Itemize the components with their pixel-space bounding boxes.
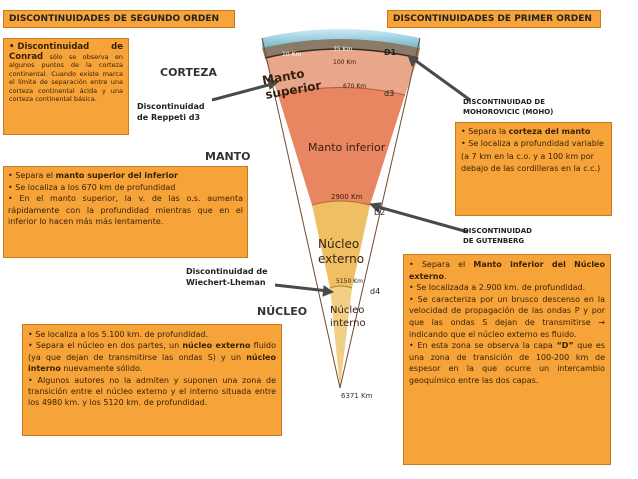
label-nucleo-interno-1: Núcleo <box>330 305 365 316</box>
box-moho: • Separa la corteza del manto • Se local… <box>455 122 612 216</box>
label-depth-100: 100 Km <box>333 59 357 66</box>
label-gutenberg-1: DISCONTINUIDAD <box>463 227 532 235</box>
lehman-b2b: núcleo externo <box>182 341 251 351</box>
label-depth-2900: 2900 Km <box>331 193 363 201</box>
gutenberg-b2: • Se localizada a 2.900 km. de profundid… <box>409 283 586 293</box>
label-d4: d4 <box>370 287 381 296</box>
conrad-head-b: de <box>111 42 123 52</box>
repetti-l1b: manto superior del inferior <box>55 171 178 180</box>
lehman-b1: • Se localiza a los 5.100 km. de profund… <box>28 330 209 339</box>
label-moho-1: DISCONTINUIDAD DE <box>463 98 545 106</box>
label-depth-6371: 6371 Km <box>341 392 373 400</box>
label-gutenberg-2: DE GUTENBERG <box>463 237 525 245</box>
label-nucleo: NÚCLEO <box>257 305 308 318</box>
repetti-l2: • Se localiza a los 670 km de profundida… <box>8 182 176 192</box>
lehman-b2a: • Separa el núcleo en dos partes, un <box>28 341 183 351</box>
label-moho-2: MOHOROVICIC (MOHO) <box>463 108 554 116</box>
gutenberg-b3: • Se caracteriza por un brusco descenso … <box>409 294 605 339</box>
box-gutenberg: • Separa el Manto inferior del Núcleo ex… <box>403 254 611 465</box>
label-repetti-1: Discontinuidad <box>137 102 205 111</box>
moho-b1a: • Separa la <box>461 127 509 136</box>
label-nucleo-interno-2: interno <box>330 318 366 329</box>
label-corteza: CORTEZA <box>160 66 217 79</box>
layer-nucleo-interno <box>330 286 352 388</box>
title-second-order: DISCONTINUIDADES DE SEGUNDO ORDEN <box>3 10 235 28</box>
title-first-order: DISCONTINUIDADES DE PRIMER ORDEN <box>387 10 601 28</box>
gutenberg-b4c: que es una zona de transición de 100-200… <box>409 341 605 385</box>
gutenberg-b1b: Manto inferior del Núcleo externo <box>409 260 605 281</box>
label-lehman-2: Wiechert-Lheman <box>186 278 266 287</box>
label-d1: D1 <box>384 48 397 57</box>
box-lehman: • Se localiza a los 5.100 km. de profund… <box>22 324 282 436</box>
label-lehman-1: Discontinuidad de <box>186 267 268 276</box>
gutenberg-b4b: “D” <box>556 341 574 351</box>
label-d3: d3 <box>384 89 395 98</box>
gutenberg-b1a: • Separa el <box>409 260 474 269</box>
surface-cap <box>262 29 420 48</box>
repetti-l3: • En el manto superior, la v. de las o.s… <box>8 194 243 227</box>
lehman-b2d: núcleo interno <box>28 352 276 374</box>
label-depth-10: 10 Km <box>282 51 302 58</box>
conrad-head-a: • Discontinuidad <box>9 42 90 52</box>
arrow-repetti <box>211 78 280 102</box>
label-nucleo-externo-2: externo <box>318 252 365 266</box>
label-depth-35: 35 Km <box>333 46 353 53</box>
moho-b2: • Se localiza a profundidad variable (a … <box>461 139 604 174</box>
label-depth-670: 670 Km <box>343 83 367 90</box>
box-repetti: • Separa el manto superior del inferior … <box>3 166 248 258</box>
conrad-text: sólo se observa en algunos puntos de la … <box>9 53 123 104</box>
moho-b1b: corteza del manto <box>508 127 591 136</box>
conrad-head-c: Conrad <box>9 52 44 62</box>
label-manto-inferior: Manto inferior <box>308 141 386 154</box>
layer-manto-superior <box>265 49 418 95</box>
arrow-moho <box>407 54 471 102</box>
label-manto: MANTO <box>205 150 251 163</box>
layer-nucleo-externo <box>312 201 370 288</box>
lehman-b2c: fluido (ya que dejan de transmitirse las… <box>28 341 276 362</box>
gutenberg-b4a: • En esta zona se observa la capa <box>409 341 557 351</box>
label-depth-5150: 5150 Km <box>336 278 363 285</box>
box-conrad: • Discontinuidad de Conrad sólo se obser… <box>3 38 129 135</box>
label-nucleo-externo-1: Núcleo <box>318 237 360 251</box>
repetti-l1a: • Separa el <box>8 171 56 180</box>
layer-manto-inferior <box>278 87 405 205</box>
lehman-b2e: nuevamente sólido. <box>60 364 143 374</box>
arrow-gutenberg <box>368 202 469 234</box>
gutenberg-b1c: . <box>443 271 447 281</box>
label-repetti-2: de Reppeti d3 <box>137 113 201 122</box>
lehman-b3: • Algunos autores no la admiten y supone… <box>28 375 276 408</box>
arrow-lehman <box>274 283 335 297</box>
label-d2: D2 <box>374 208 386 217</box>
